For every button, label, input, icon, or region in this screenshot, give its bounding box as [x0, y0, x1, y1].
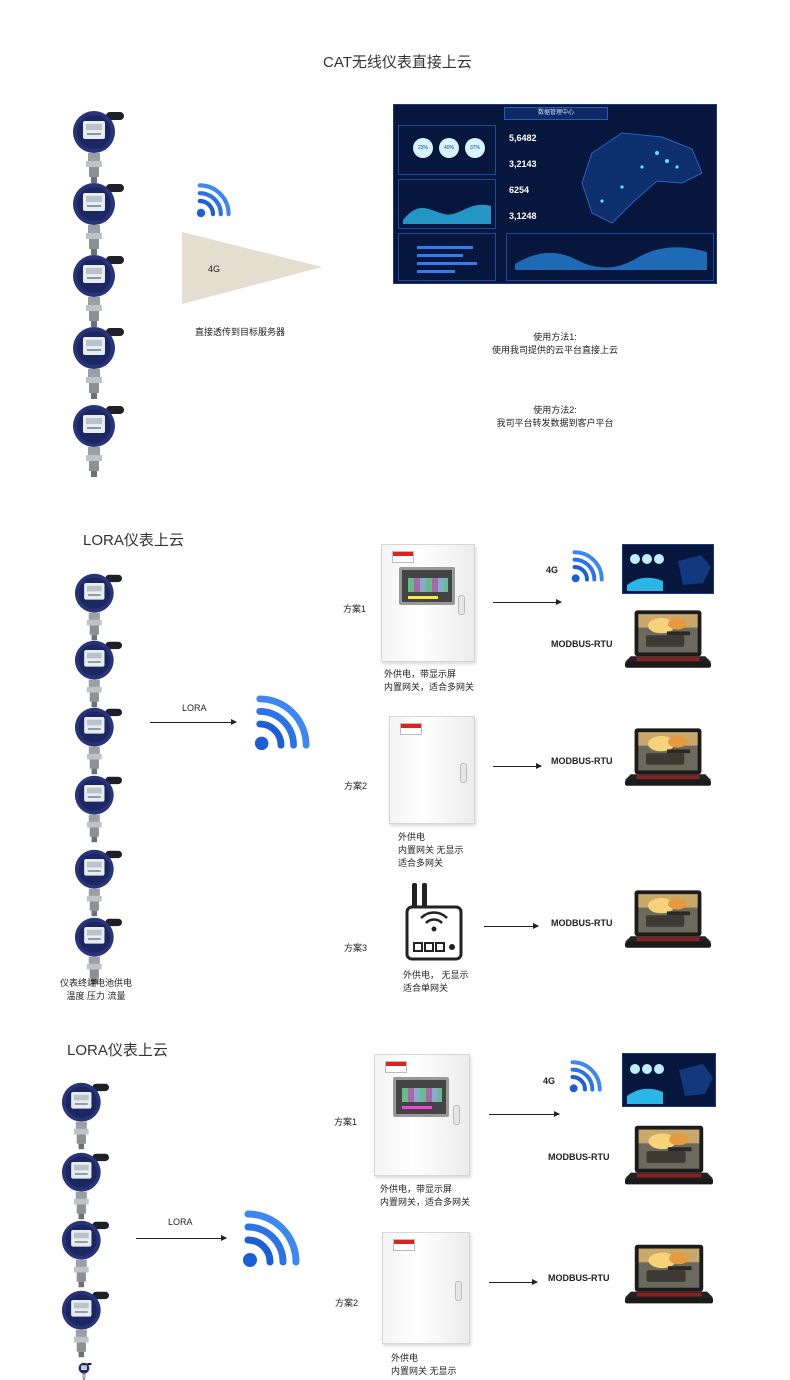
cabinet-handle: [455, 1281, 462, 1301]
stat-value: 6254: [509, 185, 530, 195]
plan1-label: 方案1: [334, 1117, 358, 1127]
net-4g-label: 4G: [543, 1076, 556, 1086]
dashboard-panel-bottom-chart: [506, 233, 714, 281]
plan3-label: 方案3: [344, 943, 368, 953]
cloud-dashboard-thumb: [622, 544, 714, 594]
gauge-icon: [70, 252, 126, 330]
warning-sticker: [385, 1061, 407, 1073]
gauge-circle: 40%: [439, 138, 459, 158]
gauge-icon: [57, 1218, 113, 1290]
plan2-label: 方案2: [344, 781, 368, 791]
section1-title: CAT无线仪表直接上云: [323, 54, 472, 71]
gauge-icon: [57, 1080, 113, 1152]
laptop-icon: [625, 727, 711, 789]
dashboard-panel-area: [398, 179, 496, 229]
gauge-icon: [72, 638, 124, 710]
lora-arrow: [136, 1235, 227, 1241]
gauge-circle: 23%: [413, 138, 433, 158]
dashboard-map: [581, 132, 703, 224]
plan1-caption: 外供电，带显示屏 内置网关，适合多网关: [384, 669, 475, 692]
plan1-arrow: [493, 599, 562, 605]
plan1-arrow: [489, 1111, 560, 1117]
section3-title: LORA仪表上云: [67, 1042, 168, 1059]
gauge-icon: [72, 705, 124, 777]
plan1-caption: 外供电，带显示屏 内置网关，适合多网关: [380, 1184, 471, 1207]
plan2-caption: 外供电 内置网关 无显示 适合多网关: [398, 832, 464, 868]
gateway-cabinet-no-display: [382, 1232, 470, 1344]
direct-transmit-caption: 直接透传到目标服务器: [195, 327, 286, 337]
terminal-caption: 仪表终端电池供电 温度 压力 流量: [59, 978, 132, 1001]
plan1-label: 方案1: [343, 604, 367, 614]
wifi-signal-icon: [195, 183, 231, 219]
plan3-caption: 外供电， 无显示 适合单网关: [403, 970, 469, 993]
cloud-dashboard-thumb: [622, 1053, 716, 1107]
modbus-label: MODBUS-RTU: [551, 918, 613, 928]
plan2-label: 方案2: [335, 1298, 359, 1308]
gateway-cabinet-with-display: [381, 544, 475, 662]
method1-text: 使用方法1: 使用我司提供的云平台直接上云: [491, 332, 618, 355]
gauge-icon: [70, 402, 126, 480]
wifi-signal-icon: [570, 550, 604, 584]
cabinet-screen: [399, 567, 455, 605]
plan2-arrow: [493, 763, 542, 769]
method2-text: 使用方法2: 我司平台转发数据到客户平台: [496, 405, 614, 428]
warning-sticker: [400, 723, 422, 735]
stat-value: 3,1248: [509, 211, 537, 221]
lora-arrow: [150, 719, 237, 725]
plan3-arrow: [484, 923, 539, 929]
gauge-icon: [70, 324, 126, 402]
laptop-icon: [625, 889, 711, 951]
warning-sticker: [392, 551, 414, 563]
stat-value: 5,6482: [509, 133, 537, 143]
wifi-signal-icon: [568, 1060, 602, 1094]
modbus-label: MODBUS-RTU: [548, 1152, 610, 1162]
gateway-cabinet-with-display: [374, 1054, 470, 1176]
warning-sticker: [393, 1239, 415, 1251]
wifi-signal-icon: [252, 695, 310, 753]
modbus-label: MODBUS-RTU: [551, 639, 613, 649]
lora-label: LORA: [182, 703, 207, 713]
laptop-icon: [625, 1124, 713, 1188]
modbus-label: MODBUS-RTU: [551, 756, 613, 766]
gauge-icon: [72, 847, 124, 919]
cabinet-handle: [453, 1105, 460, 1125]
transmission-funnel: [182, 232, 322, 304]
gauge-icon: [72, 773, 124, 845]
gauge-icon: [72, 571, 124, 643]
cabinet-handle: [458, 595, 465, 615]
cabinet-handle: [460, 763, 467, 783]
gauge-icon: [57, 1150, 113, 1222]
wifi-signal-icon: [240, 1210, 300, 1270]
modbus-label: MODBUS-RTU: [548, 1273, 610, 1283]
laptop-icon: [625, 1243, 713, 1307]
cabinet-screen: [393, 1077, 449, 1117]
gauge-circle: 37%: [465, 138, 485, 158]
net-4g-label: 4G: [546, 565, 559, 575]
section2-title: LORA仪表上云: [83, 532, 184, 549]
lora-label: LORA: [168, 1217, 193, 1227]
gauge-icon: [57, 1362, 113, 1380]
router-icon: [405, 883, 463, 961]
dashboard-panel-bars: [398, 233, 496, 281]
plan2-caption: 外供电 内置网关 无显示: [391, 1353, 457, 1376]
gateway-cabinet-no-display: [389, 716, 475, 824]
funnel-label: 4G: [208, 264, 221, 274]
stat-value: 3,2143: [509, 159, 537, 169]
area-wave: [403, 204, 491, 224]
gauge-icon: [70, 108, 126, 186]
dashboard-panel-gauges: 23% 40% 37%: [398, 125, 496, 175]
dashboard-header-bar: 数据管理中心: [504, 107, 608, 120]
gauge-icon: [70, 180, 126, 258]
plan2-arrow: [489, 1279, 538, 1285]
laptop-icon: [625, 609, 711, 671]
cloud-dashboard: 数据管理中心 23% 40% 37% 5,6482 3,2143 6254 3,…: [393, 104, 717, 284]
gauge-icon: [57, 1288, 113, 1360]
